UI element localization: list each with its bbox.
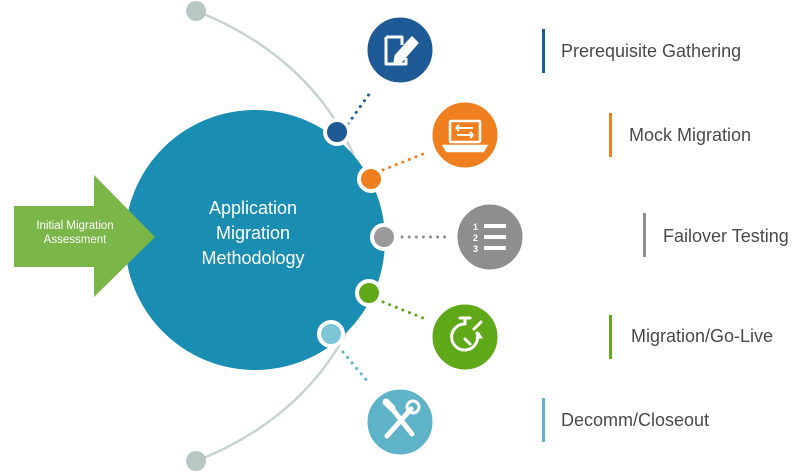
edit-document-icon xyxy=(384,35,419,66)
step-bar-5 xyxy=(542,398,545,442)
entry-arrow-line-1: Initial Migration xyxy=(36,220,114,232)
connector-dots-2 xyxy=(381,150,430,172)
step-node-2 xyxy=(357,165,385,193)
center-title-line-3: Methodology xyxy=(201,248,305,268)
center-title: Application Migration Methodology xyxy=(168,196,338,271)
step-node-5 xyxy=(317,320,345,348)
step-label-1: Prerequisite Gathering xyxy=(561,41,742,61)
entry-arrow xyxy=(14,175,155,297)
svg-text:1: 1 xyxy=(473,222,478,232)
laptop-transfer-icon xyxy=(441,119,489,153)
connector-dots-1 xyxy=(346,88,374,126)
center-title-line-1: Application xyxy=(208,198,298,218)
step-bar-4 xyxy=(609,315,612,359)
step-node-4 xyxy=(355,279,383,307)
svg-text:3: 3 xyxy=(473,244,478,254)
connector-dots-5 xyxy=(341,350,370,384)
step-node-1 xyxy=(323,118,351,146)
step-label-2: Mock Migration xyxy=(629,125,752,145)
svg-text:2: 2 xyxy=(473,233,478,243)
entry-arrow-line-2: Assessment xyxy=(43,234,107,246)
step-label-4: Migration/Go-Live xyxy=(631,326,774,346)
center-circle xyxy=(125,110,385,370)
arc-end-node-top xyxy=(186,1,206,21)
step-bar-1 xyxy=(542,29,545,73)
numbered-list-icon: 1 2 3 xyxy=(473,222,506,254)
step-circle-4 xyxy=(429,301,501,373)
step-node-3 xyxy=(370,223,398,251)
arc-end-node-bottom xyxy=(186,451,206,471)
wrench-screwdriver-icon xyxy=(382,398,421,439)
stopwatch-icon xyxy=(450,316,483,352)
connector-dots-4 xyxy=(381,300,430,322)
step-bar-2 xyxy=(609,113,612,157)
center-title-line-2: Migration xyxy=(215,223,291,243)
entry-arrow-label: Initial Migration Assessment xyxy=(16,219,134,247)
step-bar-3 xyxy=(643,213,646,257)
step-label-3: Failover Testing xyxy=(663,226,789,246)
step-label-5: Decomm/Closeout xyxy=(561,410,710,430)
